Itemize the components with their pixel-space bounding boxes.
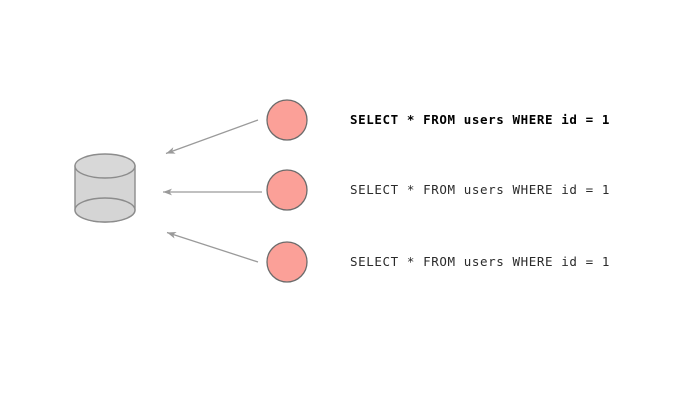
- request-arrow-3: [166, 231, 259, 263]
- query-label-2: SELECT * FROM users WHERE id = 1: [350, 182, 611, 197]
- request-arrow-1: [165, 119, 259, 155]
- database-cylinder: [74, 153, 136, 223]
- query-label-3: SELECT * FROM users WHERE id = 1: [350, 254, 611, 269]
- client-node-3: [266, 241, 308, 283]
- client-node-2: [266, 169, 308, 211]
- query-label-1: SELECT * FROM users WHERE id = 1: [350, 112, 611, 127]
- client-node-1: [266, 99, 308, 141]
